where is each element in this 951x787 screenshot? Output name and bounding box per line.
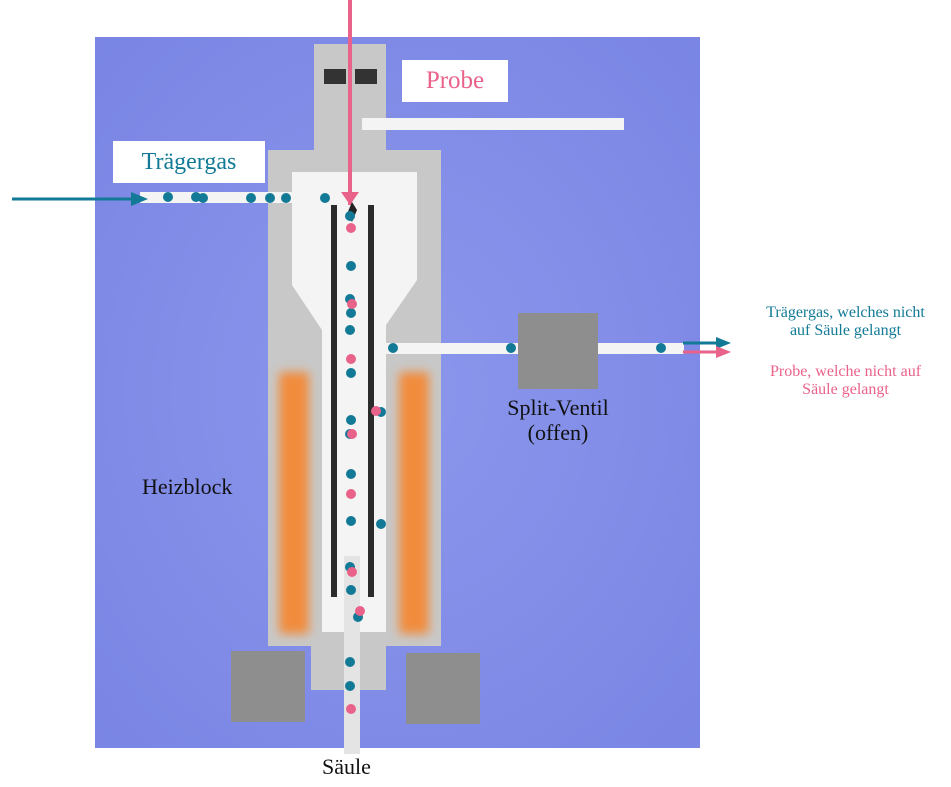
probe-particle xyxy=(355,606,365,616)
carrier-gas-particle xyxy=(265,193,275,203)
carrier-gas-particle xyxy=(656,343,666,353)
probe-particles xyxy=(346,223,381,714)
probe-label: Probe xyxy=(425,67,485,94)
carrier-gas-particle xyxy=(346,585,356,595)
probe-particle xyxy=(346,223,356,233)
probe-label-box: Probe xyxy=(402,60,508,102)
carrier-out-label-line: Trägergas, welches nicht xyxy=(766,304,925,321)
column-below-panel xyxy=(344,748,360,754)
carrier-out-label: Trägergas, welches nicht auf Säule gelan… xyxy=(740,304,951,341)
probe-out-label-line: Säule gelangt xyxy=(802,381,889,399)
carrier-gas-particle xyxy=(346,368,356,378)
carrier-gas-particle xyxy=(345,657,355,667)
carrier-out-arrow-head xyxy=(716,337,731,349)
probe-out-arrow-head xyxy=(716,346,731,358)
carrier-gas-particle xyxy=(198,193,208,203)
heater-right xyxy=(399,372,429,634)
carrier-gas-particle xyxy=(346,516,356,526)
base-block-right xyxy=(406,653,480,724)
carrier-gas-particle xyxy=(163,192,173,202)
carrier-gas-label: Trägergas xyxy=(141,148,237,175)
carrier-gas-particle xyxy=(346,261,356,271)
carrier-gas-particle xyxy=(320,193,330,203)
injector-chamber xyxy=(292,172,417,632)
split-valve-label-line: Split-Ventil xyxy=(507,395,609,420)
carrier-gas-arrow-head xyxy=(131,192,148,206)
liner-left-wall xyxy=(331,205,337,597)
syringe-needle-tip xyxy=(341,192,359,205)
probe-particle xyxy=(346,489,356,499)
syringe-needle xyxy=(348,0,352,205)
carrier-gas-label-box: Trägergas xyxy=(113,141,265,183)
probe-out-label-line: Probe, welche nicht auf xyxy=(769,363,922,380)
probe-particle xyxy=(346,704,356,714)
probe-out-label: Probe, welche nicht auf Säule gelangt xyxy=(740,363,951,400)
carrier-gas-particle xyxy=(506,343,516,353)
carrier-gas-particle xyxy=(345,325,355,335)
carrier-gas-particle xyxy=(376,519,386,529)
carrier-gas-particle xyxy=(345,211,355,221)
split-valve-label-line: (offen) xyxy=(527,420,589,446)
carrier-out-label-line: auf Säule gelangt xyxy=(789,322,902,340)
carrier-gas-particle xyxy=(346,469,356,479)
probe-particle xyxy=(347,567,357,577)
carrier-gas-particle xyxy=(246,193,256,203)
carrier-gas-particle xyxy=(388,343,398,353)
carrier-gas-inlet-line xyxy=(140,192,335,203)
heater-left xyxy=(279,372,309,634)
septum-left xyxy=(324,69,346,84)
carrier-gas-particle xyxy=(281,193,291,203)
carrier-gas-particle xyxy=(346,415,356,425)
split-valve-label: Split-Ventil (offen) xyxy=(478,395,638,446)
probe-particle xyxy=(346,354,356,364)
carrier-gas-particle xyxy=(346,308,356,318)
probe-particle xyxy=(347,429,357,439)
probe-particle xyxy=(371,406,381,416)
liner-right-wall xyxy=(368,205,374,597)
column-label: Säule xyxy=(322,754,371,779)
carrier-gas-particle xyxy=(345,681,355,691)
split-valve xyxy=(518,313,598,389)
probe-particle xyxy=(347,299,357,309)
base-block-left xyxy=(231,651,305,722)
carrier-gas-particles xyxy=(163,192,666,691)
column xyxy=(344,556,360,748)
septum-right xyxy=(355,69,377,84)
heating-block-label: Heizblock xyxy=(142,474,233,499)
septum-purge-line xyxy=(362,118,624,130)
